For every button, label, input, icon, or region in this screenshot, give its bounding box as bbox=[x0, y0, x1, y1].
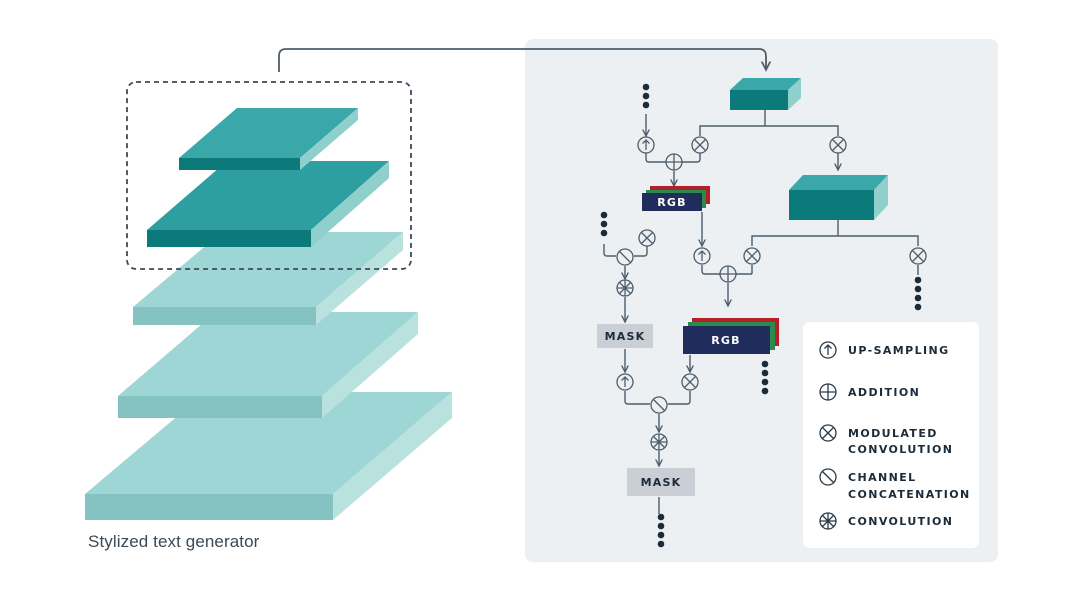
rgb-block-2: RGB bbox=[683, 318, 779, 354]
legend-modulated-convolution-icon bbox=[819, 424, 837, 442]
layer-1 bbox=[179, 108, 358, 170]
legend-label-modulated: MODULATED bbox=[848, 427, 938, 440]
legend-label-convolution: CONVOLUTION bbox=[848, 515, 953, 528]
up-sampling-icon bbox=[693, 247, 711, 265]
addition-icon bbox=[665, 153, 683, 171]
convolution-icon bbox=[650, 433, 668, 451]
legend-up-sampling-icon bbox=[819, 341, 837, 359]
modulated-convolution-icon bbox=[829, 136, 847, 154]
feature-block-2 bbox=[789, 175, 888, 220]
layer-4 bbox=[118, 312, 418, 418]
legend-label-addition: ADDITION bbox=[848, 386, 920, 399]
modulated-convolution-icon bbox=[691, 136, 709, 154]
layer-2 bbox=[147, 161, 389, 247]
legend-addition-icon bbox=[819, 383, 837, 401]
mask-block-1: MASK bbox=[597, 324, 653, 348]
layer-stack bbox=[85, 108, 452, 520]
convolution-icon bbox=[616, 279, 634, 297]
modulated-convolution-icon bbox=[909, 247, 927, 265]
up-sampling-icon bbox=[637, 136, 655, 154]
legend: UP-SAMPLING ADDITION MODULATED CONVOLUTI… bbox=[803, 322, 979, 548]
legend-label-convolution-1: CONVOLUTION bbox=[848, 443, 953, 456]
caption: Stylized text generator bbox=[88, 532, 260, 551]
channel-concatenation-icon bbox=[616, 248, 634, 266]
addition-icon bbox=[719, 265, 737, 283]
ellipsis-dots bbox=[600, 83, 922, 548]
channel-concatenation-icon bbox=[650, 396, 668, 414]
legend-channel-concatenation-icon bbox=[819, 468, 837, 486]
ellipsis-right bbox=[914, 276, 922, 311]
legend-label-up-sampling: UP-SAMPLING bbox=[848, 344, 950, 357]
rgb-label-1: RGB bbox=[657, 196, 686, 209]
selection-box bbox=[126, 81, 412, 270]
selection-connector-arrow bbox=[278, 48, 766, 72]
mask-label-1: MASK bbox=[605, 330, 646, 343]
rgb-label-2: RGB bbox=[711, 334, 740, 347]
modulated-convolution-icon bbox=[743, 247, 761, 265]
modulated-convolution-icon bbox=[638, 229, 656, 247]
mask-block-2: MASK bbox=[627, 468, 695, 496]
ellipsis-bottom bbox=[657, 513, 665, 548]
modulated-convolution-icon bbox=[681, 373, 699, 391]
legend-label-concatenation: CONCATENATION bbox=[848, 488, 971, 501]
ellipsis-rgb2 bbox=[761, 360, 769, 395]
ellipsis-top-left bbox=[642, 83, 650, 109]
legend-convolution-icon bbox=[819, 512, 837, 530]
rgb-block-1: RGB bbox=[642, 186, 710, 211]
ellipsis-left-mid bbox=[600, 211, 608, 237]
feature-block-1 bbox=[730, 78, 801, 110]
mask-label-2: MASK bbox=[641, 476, 682, 489]
connection-lines bbox=[603, 110, 919, 514]
legend-label-channel: CHANNEL bbox=[848, 471, 917, 484]
up-sampling-icon bbox=[616, 373, 634, 391]
